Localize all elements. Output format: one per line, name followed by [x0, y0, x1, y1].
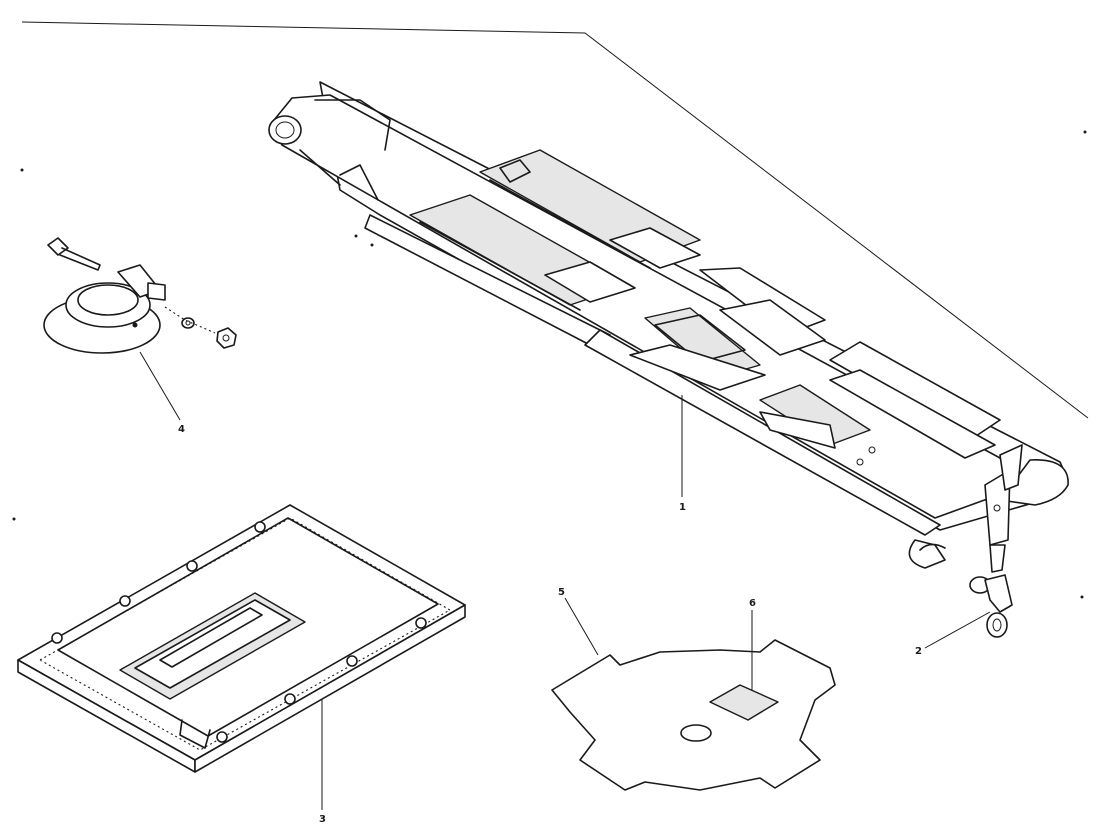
callout-5: 5	[558, 587, 565, 598]
part-3-base-plate	[17, 504, 466, 773]
speckles	[12, 130, 1087, 599]
callout-6: 6	[749, 598, 756, 609]
part-4-clamp-ring	[43, 237, 237, 354]
part-6-label-patch	[709, 684, 779, 721]
leader-lines	[139, 351, 991, 810]
callout-3: 3	[319, 814, 326, 825]
callout-4: 4	[178, 424, 185, 435]
frame-lines	[21, 21, 1089, 419]
callout-1: 1	[679, 502, 686, 513]
callout-2: 2	[915, 646, 922, 657]
part-2-snap-hook	[969, 444, 1023, 638]
part-5-notched-disc	[551, 639, 836, 791]
part-1-carrier-sling	[268, 81, 1069, 569]
